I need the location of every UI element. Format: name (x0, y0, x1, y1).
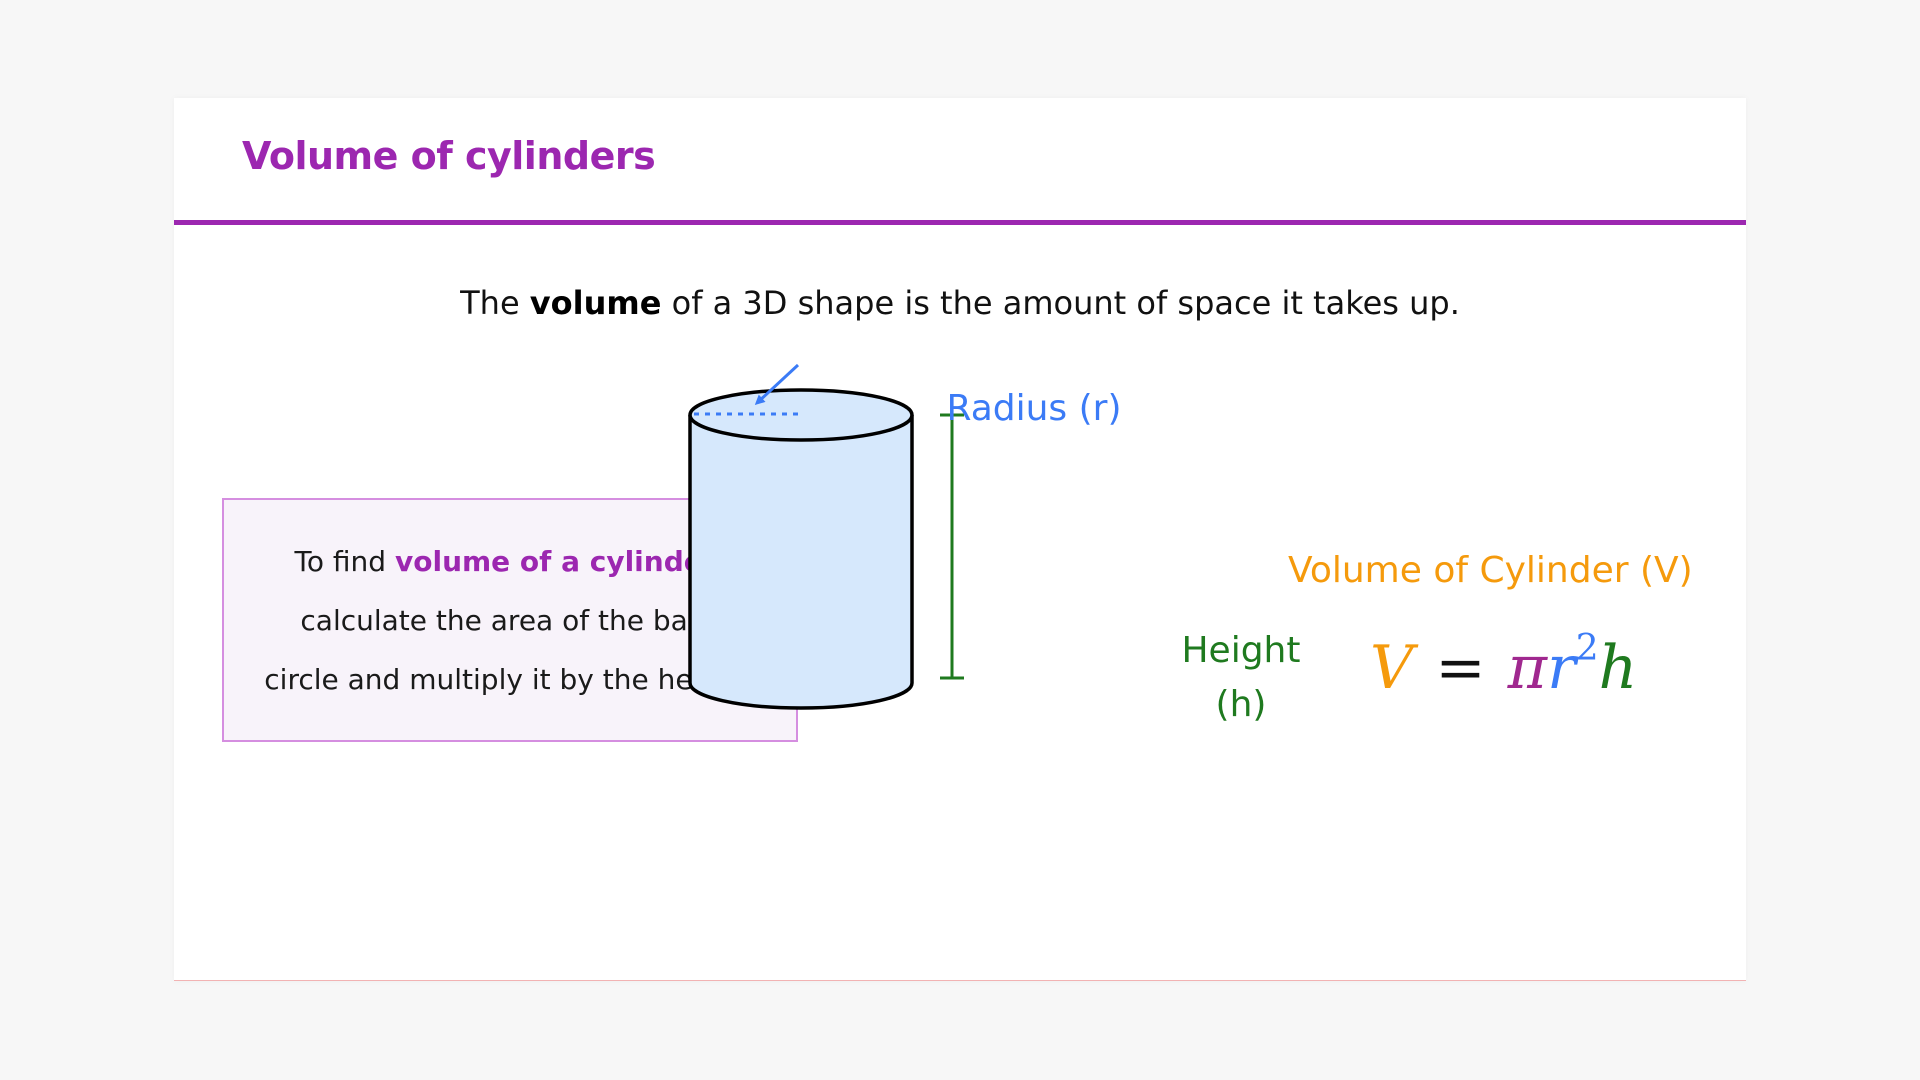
height-label-symbol: (h) (1215, 684, 1267, 725)
info-line3: circle and multiply it by the height. (264, 662, 756, 696)
intro-sentence: The volume of a 3D shape is the amount o… (174, 284, 1746, 322)
info-prefix: To find (294, 544, 395, 578)
slide-title: Volume of cylinders (242, 134, 656, 178)
formula-h: h (1598, 633, 1638, 703)
cylinder-top (688, 388, 914, 442)
cylinder-body (688, 415, 914, 710)
intro-suffix: of a 3D shape is the amount of space it … (661, 284, 1460, 322)
height-label-word: Height (1181, 630, 1301, 671)
formula-pi: π (1507, 633, 1548, 703)
radius-label: Radius (r) (946, 388, 1122, 429)
formula-r: r (1547, 633, 1576, 703)
intro-prefix: The (460, 284, 530, 322)
intro-bold-volume: volume (529, 284, 662, 322)
title-divider (174, 220, 1746, 225)
info-highlight: volume of a cylinder (394, 544, 717, 578)
info-line2: calculate the area of the base (300, 603, 720, 637)
formula-exponent: 2 (1575, 628, 1599, 669)
volume-formula: V = πr2h (1370, 628, 1637, 703)
slide: Volume of cylinders The volume of a 3D s… (174, 98, 1746, 981)
formula-v: V (1370, 633, 1414, 703)
formula-title: Volume of Cylinder (V) (1288, 550, 1693, 591)
cylinder-diagram (688, 363, 964, 710)
height-label: Height (h) (1176, 624, 1306, 732)
radius-arrow (754, 363, 800, 406)
formula-equals: = (1435, 633, 1486, 703)
slide-bottom-border (174, 980, 1746, 981)
